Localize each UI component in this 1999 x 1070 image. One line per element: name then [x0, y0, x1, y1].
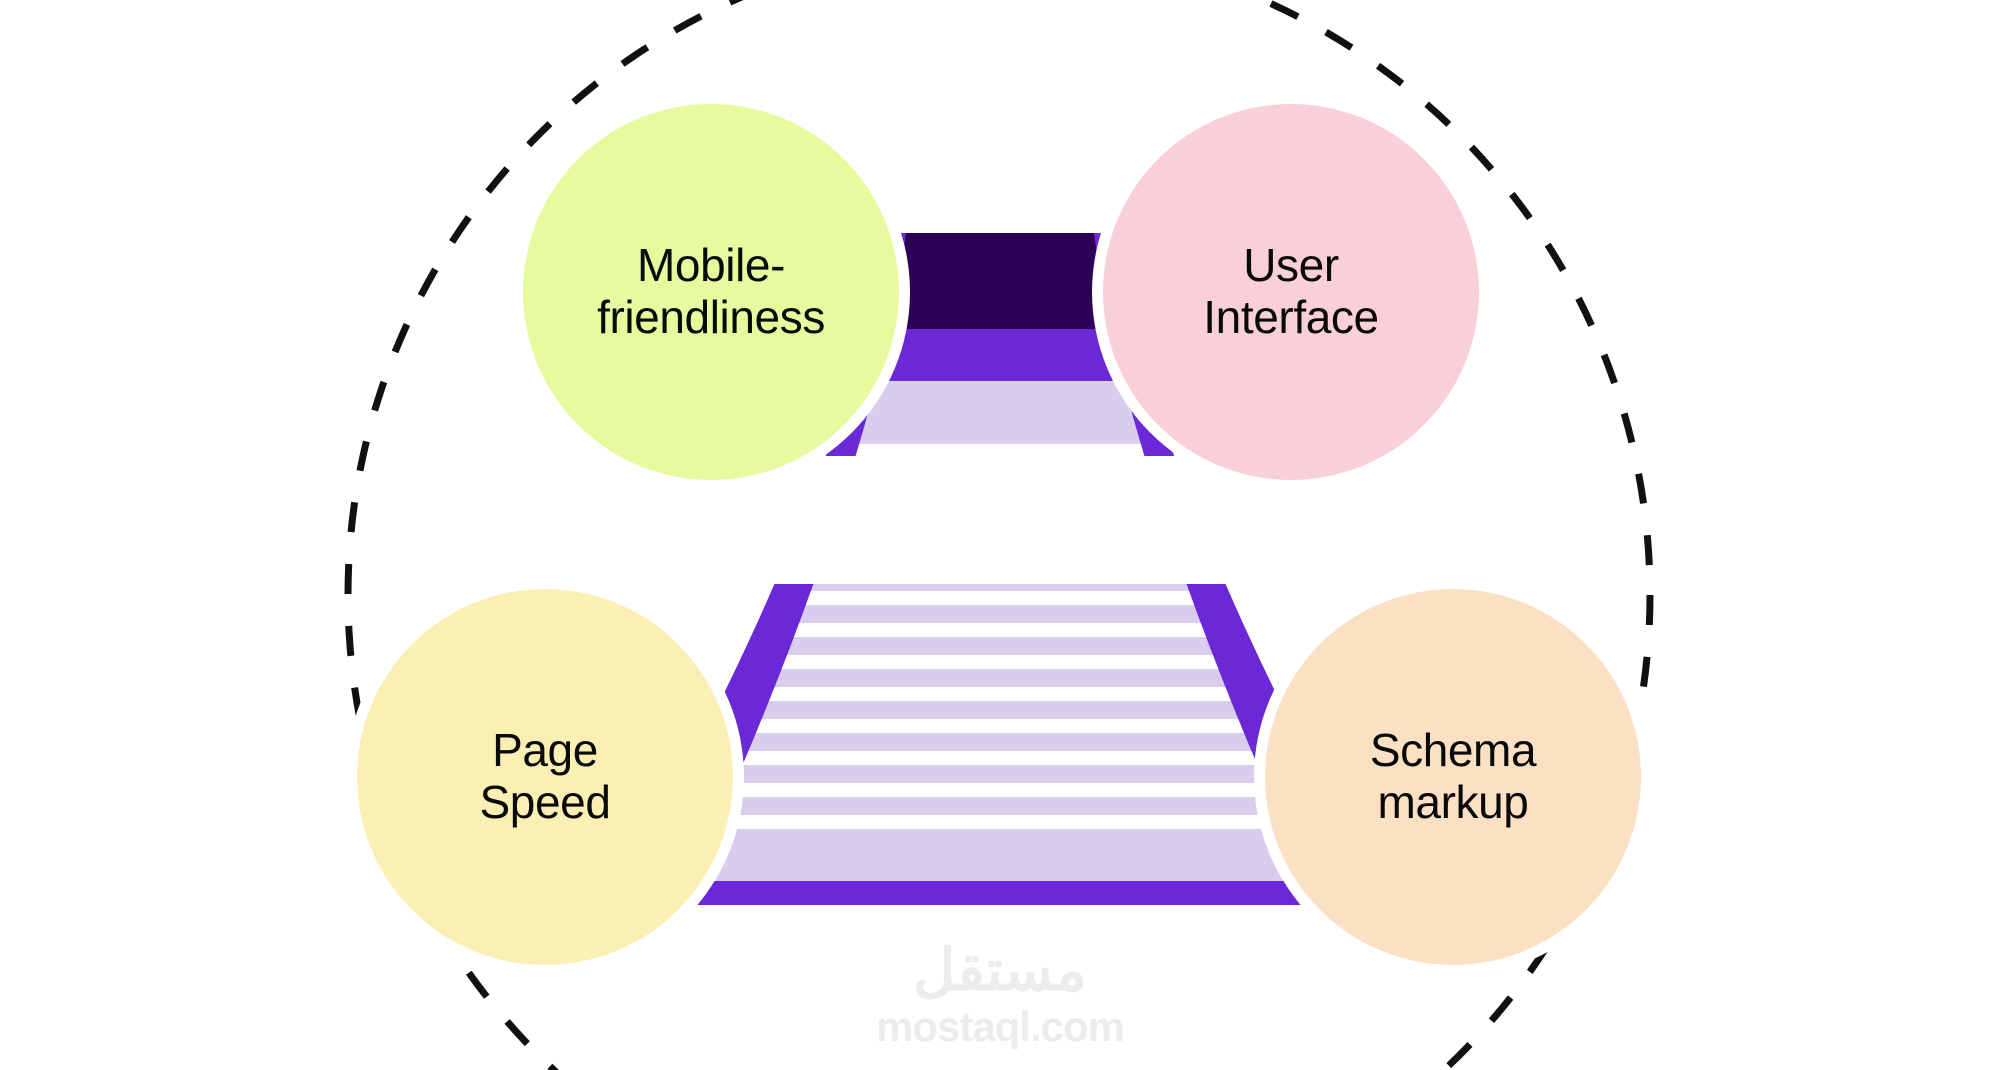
- band-row-gap-3: [680, 655, 1320, 669]
- node-page-speed-label: Page Speed: [479, 724, 611, 828]
- node-mobile-friendliness-label: Mobile- friendliness: [597, 239, 825, 343]
- node-page-speed[interactable]: Page Speed: [357, 589, 733, 965]
- band-row-gap-7: [680, 783, 1320, 797]
- band-row-gap-1: [680, 591, 1320, 605]
- node-schema-markup-label: Schema markup: [1369, 724, 1537, 828]
- watermark-arabic-text: مستقل: [913, 938, 1087, 1003]
- node-user-interface-label: User Interface: [1203, 239, 1379, 343]
- content-window: [655, 456, 1345, 584]
- watermark-latin-text: mostaql.com: [875, 1003, 1125, 1050]
- band-row-gap-6: [680, 751, 1320, 765]
- band-row-gap-5: [680, 719, 1320, 733]
- node-user-interface[interactable]: User Interface: [1103, 104, 1479, 480]
- band-footer-accent: [680, 881, 1320, 905]
- node-mobile-friendliness[interactable]: Mobile- friendliness: [523, 104, 899, 480]
- band-row-gap-8: [680, 815, 1320, 829]
- node-schema-markup[interactable]: Schema markup: [1265, 589, 1641, 965]
- watermark: مستقل mostaql.com: [855, 935, 1145, 1055]
- band-row-gap-4: [680, 687, 1320, 701]
- band-row-gap-2: [680, 623, 1320, 637]
